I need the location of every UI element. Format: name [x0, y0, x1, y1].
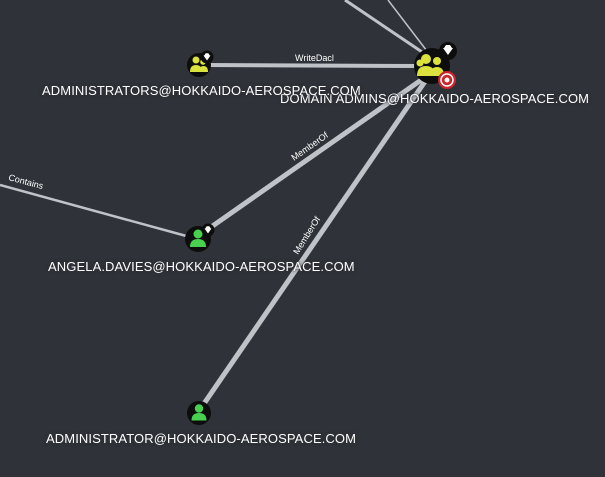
node-administrator[interactable] — [187, 401, 211, 425]
node-label-domain-admins: DOMAIN ADMINS@HOKKAIDO-AEROSPACE.COM — [280, 91, 590, 106]
edge-offscreen-2[interactable] — [387, 0, 431, 56]
edge-label-writedacl: WriteDacl — [295, 53, 334, 63]
edge-writedacl[interactable] — [205, 63, 421, 68]
edge-offscreen-1[interactable] — [344, 0, 429, 58]
node-angela-davies[interactable] — [185, 223, 215, 253]
edge-memberof-angela[interactable] — [202, 75, 426, 235]
node-label-administrators: ADMINISTRATORS@HOKKAIDO-AEROSPACE.COM — [42, 83, 361, 98]
user-icon — [190, 229, 206, 247]
group-icon — [416, 54, 444, 76]
node-label-administrator: ADMINISTRATOR@HOKKAIDO-AEROSPACE.COM — [46, 431, 357, 446]
target-icon — [438, 71, 456, 89]
diamond-icon — [200, 50, 214, 64]
diamond-icon — [201, 223, 215, 237]
edge-contains[interactable] — [0, 183, 191, 239]
edge-memberof-administrator[interactable] — [198, 78, 429, 410]
user-icon — [191, 404, 207, 421]
node-label-angela-davies: ANGELA.DAVIES@HOKKAIDO-AEROSPACE.COM — [48, 259, 355, 274]
node-administrators[interactable] — [187, 50, 214, 78]
diamond-icon — [439, 42, 457, 60]
node-domain-admins[interactable] — [414, 42, 457, 89]
